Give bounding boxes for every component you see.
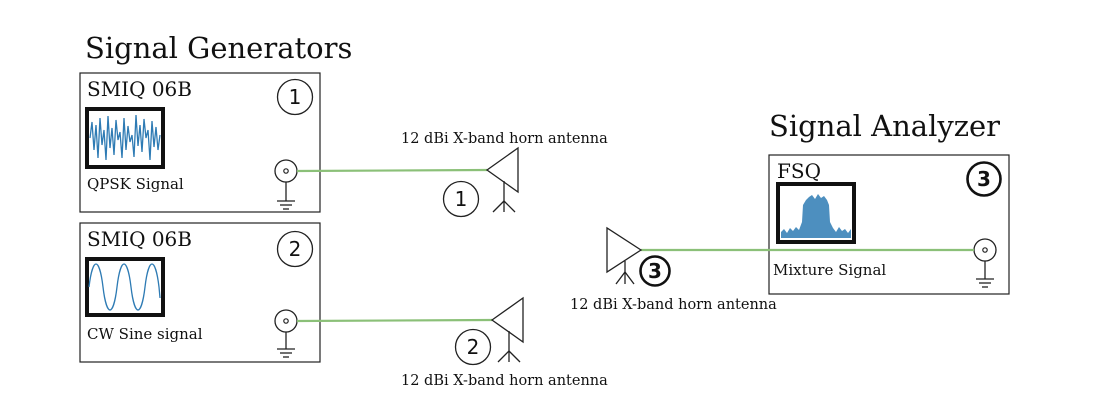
analyzer-badge: 3 xyxy=(966,161,1002,197)
qpsk-screen xyxy=(85,107,165,169)
horn-antenna-2: 2 12 dBi X-band horn antenna xyxy=(401,296,608,389)
horn-antenna-1: 12 dBi X-band horn antenna 1 xyxy=(401,131,608,218)
generator-2-model: SMIQ 06B xyxy=(87,227,192,251)
qpsk-waveform xyxy=(89,114,161,161)
horn-antenna-3: 3 12 dBi X-band horn antenna xyxy=(570,226,777,313)
cable-generator-2-to-antenna-2 xyxy=(296,318,493,323)
generator-2-badge: 2 xyxy=(276,230,314,268)
signal-generator-2: SMIQ 06B 2 CW Sine signal xyxy=(79,222,321,363)
analyzer-badge-number: 3 xyxy=(977,167,991,191)
analyzer-model: FSQ xyxy=(777,159,821,183)
spectrum-trace xyxy=(781,194,851,238)
antenna-1-badge: 1 xyxy=(442,180,480,218)
antenna-2-badge: 2 xyxy=(454,328,492,366)
signal-generator-1: SMIQ 06B 1 QPSK Signal xyxy=(79,72,321,213)
analyzer-signal-label: Mixture Signal xyxy=(773,261,886,279)
generator-2-signal-label: CW Sine signal xyxy=(87,325,203,343)
spectrum-screen xyxy=(776,182,856,244)
antenna-1-label: 12 dBi X-band horn antenna xyxy=(401,131,608,147)
generator-1-badge: 1 xyxy=(276,78,314,116)
signal-analyzer-heading: Signal Analyzer xyxy=(769,109,1000,143)
antenna-3-label: 12 dBi X-band horn antenna xyxy=(570,297,777,313)
antenna-3-badge: 3 xyxy=(639,255,671,287)
cable-generator-1-to-antenna-1 xyxy=(296,168,488,173)
antenna-2-badge-number: 2 xyxy=(467,335,480,359)
signal-generators-heading: Signal Generators xyxy=(85,31,352,65)
generator-1-signal-label: QPSK Signal xyxy=(87,175,184,193)
antenna-1-badge-number: 1 xyxy=(455,187,468,211)
generator-2-badge-number: 2 xyxy=(289,237,302,261)
generator-1-badge-number: 1 xyxy=(289,85,302,109)
antenna-2-label: 12 dBi X-band horn antenna xyxy=(401,373,608,389)
antenna-3-badge-number: 3 xyxy=(648,259,662,283)
generator-2-output-port xyxy=(274,309,298,358)
sine-waveform xyxy=(88,263,161,311)
signal-analyzer: FSQ 3 Mixture Signal xyxy=(768,154,1010,295)
generator-1-model: SMIQ 06B xyxy=(87,77,192,101)
cw-sine-screen xyxy=(85,257,165,317)
analyzer-input-port xyxy=(973,238,997,288)
